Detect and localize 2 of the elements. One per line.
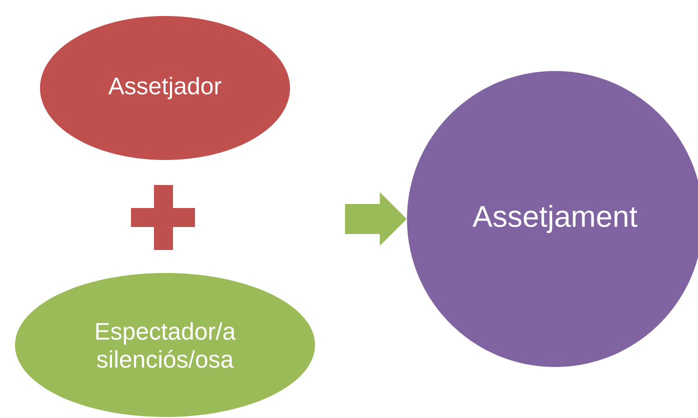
- ellipse-node: Assetjador: [40, 16, 290, 160]
- ellipse-node: Espectador/a silenciós/osa: [15, 273, 315, 417]
